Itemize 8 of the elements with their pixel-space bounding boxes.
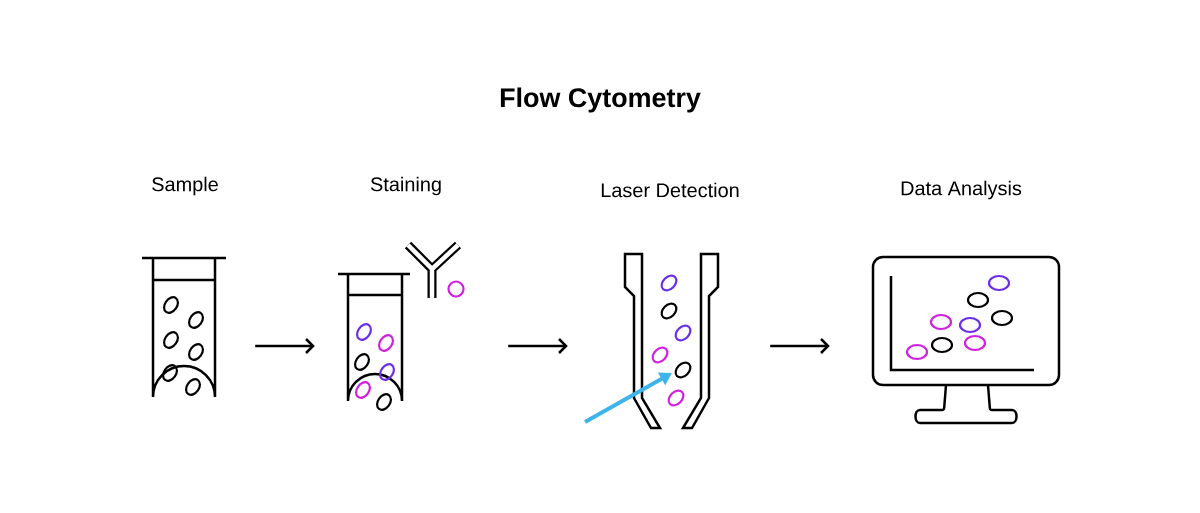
arrow [255,338,315,354]
arrow [508,338,568,354]
stage-heading: Sample [152,176,218,196]
arrow [770,338,830,354]
diagram-title: Flow Cytometry [500,87,701,113]
stage-heading: Data Analysis [901,180,1022,200]
stage-heading: Laser Detection [601,182,739,198]
stage-heading: Staining [370,176,441,196]
